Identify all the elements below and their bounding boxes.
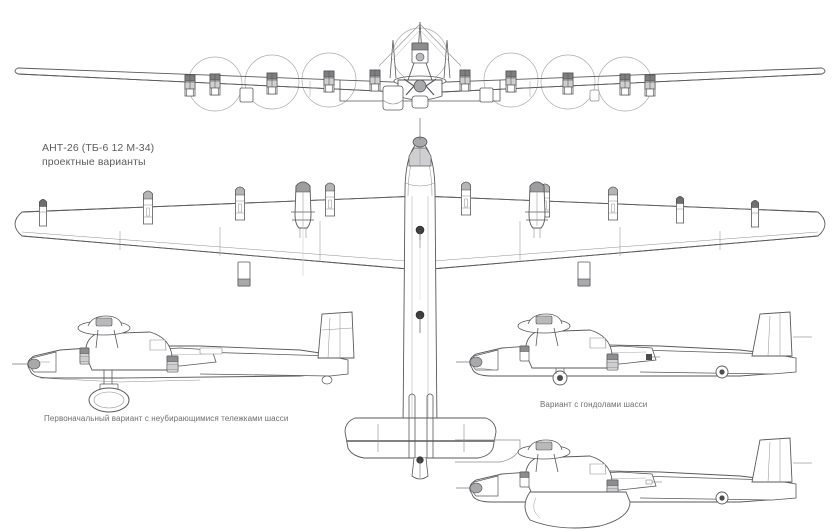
plan-view-inner-engine-pods xyxy=(291,181,549,238)
front-view-undercarriage xyxy=(239,85,600,111)
caption-variant-fixed-gear: Первоначальный вариант с неубирающимися … xyxy=(44,414,289,423)
side-view-fixed-gear xyxy=(12,311,355,413)
side-view-large-gondolas xyxy=(456,437,812,529)
drawing-title-block: АНТ-26 (ТБ-6 12 М-34) проектные варианты xyxy=(42,142,154,169)
top-plan-view xyxy=(14,118,826,480)
front-elevation-view xyxy=(14,21,826,112)
front-view-center-engine xyxy=(407,42,433,81)
side-view-gear-nacelles xyxy=(456,311,812,386)
partial-wing-edge xyxy=(455,439,521,463)
title-line-2: проектные варианты xyxy=(42,155,146,168)
title-line-1: АНТ-26 (ТБ-6 12 М-34) xyxy=(42,142,155,154)
caption-variant-gear-nacelles: Вариант с гондолами шасси xyxy=(540,400,648,409)
plan-view-tailplane xyxy=(344,393,497,480)
plan-view-undercarriage xyxy=(237,224,591,300)
